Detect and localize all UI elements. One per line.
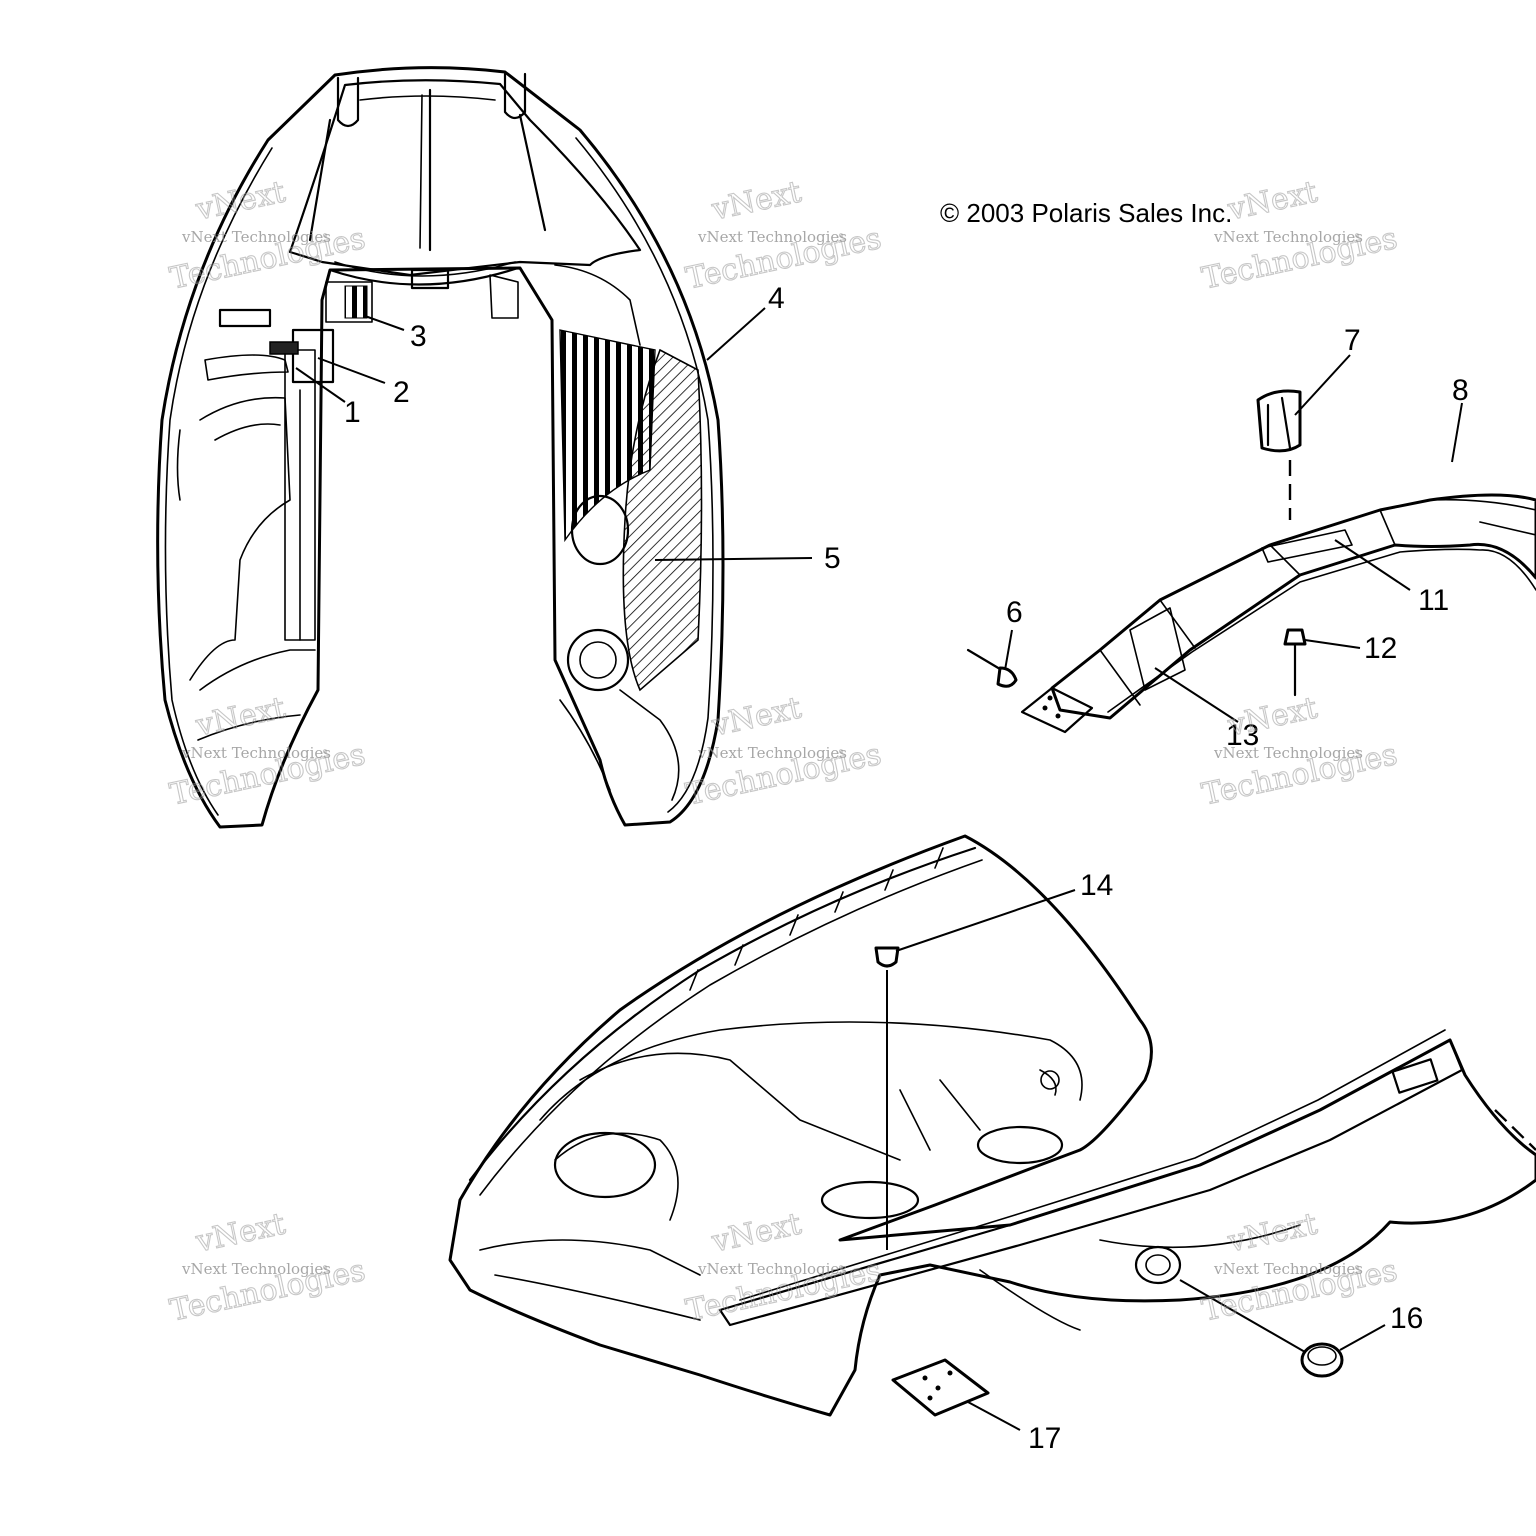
svg-text:vNext: vNext (1224, 691, 1320, 744)
svg-text:vNext Technologies: vNext Technologies (1213, 744, 1363, 762)
svg-text:vNext Technologies: vNext Technologies (1213, 228, 1363, 246)
side-panel-view (966, 389, 1536, 734)
callout-numbers: 1 2 3 4 5 6 7 8 11 12 13 14 16 17 (344, 282, 1469, 1455)
callout-1: 1 (344, 396, 361, 429)
hood-underside-view (156, 66, 725, 829)
callout-2: 2 (393, 376, 410, 409)
svg-text:vNext Technologies: vNext Technologies (697, 744, 847, 762)
watermark: vNext vNext Technologies Technologies (1198, 174, 1401, 297)
callout-7: 7 (1344, 324, 1361, 357)
callout-13: 13 (1226, 719, 1259, 752)
copyright-notice: © 2003 Polaris Sales Inc. (940, 198, 1232, 228)
watermark: vNext vNext Technologies Technologies (166, 1206, 369, 1329)
svg-text:vNext Technologies: vNext Technologies (1213, 1260, 1363, 1278)
leader-lines (295, 307, 1463, 1431)
watermark: vNext vNext Technologies Technologies (682, 174, 885, 297)
svg-text:vNext Technologies: vNext Technologies (697, 228, 847, 246)
callout-12: 12 (1364, 632, 1397, 665)
svg-text:vNext: vNext (192, 1207, 288, 1260)
callout-5: 5 (824, 542, 841, 575)
svg-text:vNext: vNext (1224, 175, 1320, 228)
callout-11: 11 (1418, 584, 1449, 617)
svg-text:vNext: vNext (708, 691, 804, 744)
watermark: vNext vNext Technologies Technologies (1198, 690, 1401, 813)
callout-14: 14 (1080, 869, 1113, 902)
callout-8: 8 (1452, 374, 1469, 407)
callout-3: 3 (410, 320, 427, 353)
hood-perspective-view (448, 834, 1536, 1417)
callout-6: 6 (1006, 596, 1023, 629)
svg-text:vNext: vNext (708, 175, 804, 228)
callout-17: 17 (1028, 1422, 1061, 1455)
svg-text:vNext Technologies: vNext Technologies (181, 1260, 331, 1278)
svg-text:vNext Technologies: vNext Technologies (181, 744, 331, 762)
callout-4: 4 (768, 282, 785, 315)
svg-text:vNext Technologies: vNext Technologies (697, 1260, 847, 1278)
watermark: vNext vNext Technologies Technologies (682, 690, 885, 813)
callout-16: 16 (1390, 1302, 1423, 1335)
svg-text:vNext Technologies: vNext Technologies (181, 228, 331, 246)
